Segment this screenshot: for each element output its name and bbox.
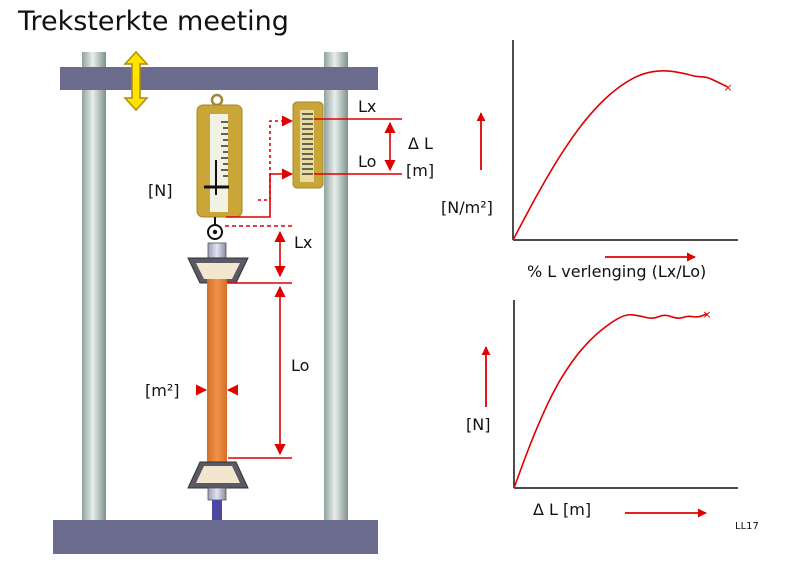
- top-crossbar: [60, 67, 378, 90]
- lower-grip: [187, 461, 249, 520]
- page-title: Treksterkte meeting: [18, 6, 289, 37]
- left-column: [82, 52, 106, 524]
- fracture-marker: ×: [723, 81, 732, 94]
- lx-scale-label: Lx: [358, 97, 377, 116]
- fracture-marker: ×: [702, 308, 711, 321]
- right-column: [324, 52, 348, 524]
- test-specimen: [207, 279, 227, 465]
- strain-axis-label: % L verlenging (Lx/Lo): [527, 262, 707, 281]
- stress-axis-label: [N/m²]: [441, 198, 493, 217]
- delta-l-label: Δ L: [408, 134, 433, 153]
- force-extension-curve: [513, 313, 708, 489]
- base-plate: [53, 520, 378, 554]
- extension-axis-label: Δ L [m]: [533, 500, 592, 519]
- lo-specimen-label: Lo: [291, 356, 310, 375]
- slide-code: LL17: [735, 521, 759, 532]
- apparatus-annotations: [195, 115, 402, 459]
- force-extension-chart: ×: [513, 300, 738, 489]
- force-axis-label: [N]: [466, 415, 491, 434]
- force-gauge: [196, 93, 243, 240]
- area-unit-label: [m²]: [145, 381, 180, 400]
- upper-grip: [187, 242, 249, 284]
- lo-scale-label: Lo: [358, 152, 377, 171]
- length-unit-label: [m]: [406, 161, 435, 180]
- force-unit-label: [N]: [148, 181, 173, 200]
- crosshead-movement-arrow: [123, 50, 149, 112]
- stress-strain-curve: [512, 70, 729, 241]
- axis-direction-arrows: [476, 112, 707, 518]
- lx-specimen-label: Lx: [294, 233, 313, 252]
- elongation-scale: [292, 101, 324, 189]
- stress-strain-chart: ×: [512, 40, 738, 241]
